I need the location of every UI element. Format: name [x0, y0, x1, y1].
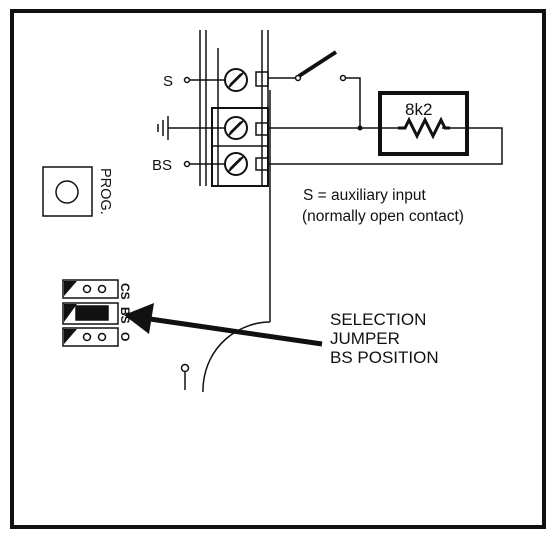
screw-ground: [225, 117, 247, 139]
callout-line-2: JUMPER: [330, 329, 400, 348]
screw-s: [225, 69, 247, 91]
jumper-label-cs: CS: [118, 283, 132, 300]
resistor-value: 8k2: [405, 100, 432, 119]
callout-arrow: [124, 303, 322, 344]
callout-line-1: SELECTION: [330, 310, 426, 329]
prog-label: PROG.: [97, 168, 113, 215]
resistor: 8k2: [380, 93, 467, 154]
note-line-1: S = auxiliary input: [303, 187, 426, 204]
note-line-2: (normally open contact): [302, 208, 464, 225]
prog-button: [43, 167, 92, 216]
auxiliary-switch: [268, 52, 360, 128]
terminal-s-label: S: [163, 73, 173, 90]
callout-line-3: BS POSITION: [330, 348, 439, 367]
jumper-label-o: O: [118, 332, 132, 341]
jumper-cap: [76, 306, 108, 320]
screw-bs: [225, 153, 247, 175]
terminal-bs-label: BS: [152, 157, 172, 174]
terminal-block: [200, 30, 268, 186]
diagram-frame: [12, 11, 544, 527]
jumper-block: [63, 280, 118, 346]
ground-icon: [158, 116, 226, 140]
